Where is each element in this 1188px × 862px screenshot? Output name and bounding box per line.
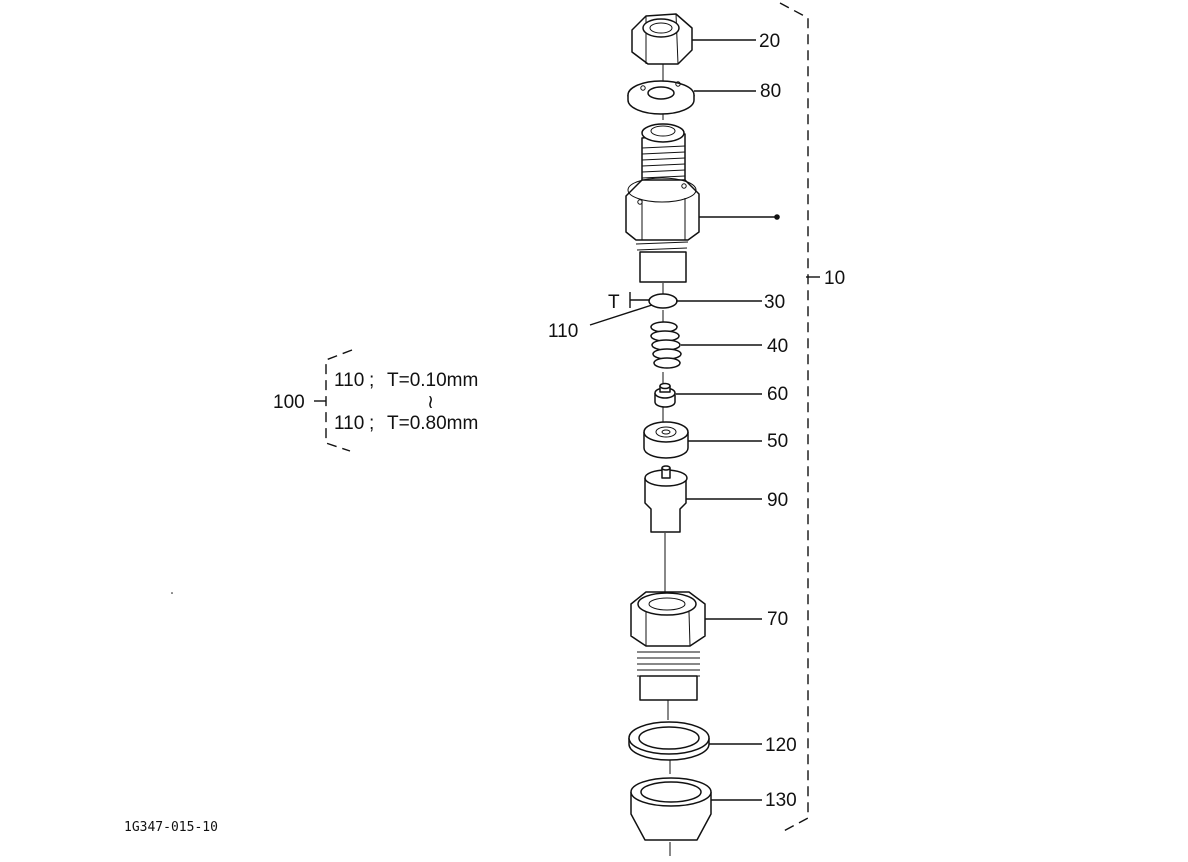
callout-120: 120	[765, 735, 797, 756]
shim-range-mark: ≀	[427, 392, 434, 413]
shim-set-label: 100	[273, 392, 305, 413]
nozzle-holder-body	[625, 123, 780, 283]
gasket-120-part	[628, 721, 762, 761]
spacer-50-part	[643, 421, 762, 459]
callout-40: 40	[767, 336, 788, 357]
callout-50: 50	[767, 431, 788, 452]
callout-10: 10	[824, 268, 845, 289]
shim-line-1-value: T=0.10mm	[387, 370, 478, 391]
callout-60: 60	[767, 384, 788, 405]
shim-set-100-bracket	[314, 349, 353, 452]
shim-line-2-part: 110	[334, 413, 364, 434]
shim-line-1-separator: ;	[369, 370, 374, 391]
washer-130-part	[630, 777, 762, 841]
pin-30-part	[629, 292, 762, 309]
spring-40-part	[650, 321, 762, 369]
callout-80: 80	[760, 81, 781, 102]
callout-20: 20	[759, 31, 780, 52]
callout-130: 130	[765, 790, 797, 811]
shim-line-2-value: T=0.80mm	[387, 413, 478, 434]
callout-110: 110	[548, 321, 578, 342]
shim-line-1-part: 110	[334, 370, 364, 391]
drawing-code: 1G347-015-10	[124, 820, 218, 835]
assembly-10-bracket	[779, 2, 820, 834]
retaining-nut-70-part	[630, 591, 762, 701]
shim-line-2-separator: ;	[369, 413, 374, 434]
callout-90: 90	[767, 490, 788, 511]
piece-60-part	[654, 382, 762, 408]
callout-70: 70	[767, 609, 788, 630]
nut-20-part	[631, 13, 693, 65]
nozzle-90-part	[644, 465, 762, 533]
thickness-marker: T	[608, 292, 620, 313]
callout-30: 30	[764, 292, 785, 313]
plate-80-part	[627, 80, 695, 115]
